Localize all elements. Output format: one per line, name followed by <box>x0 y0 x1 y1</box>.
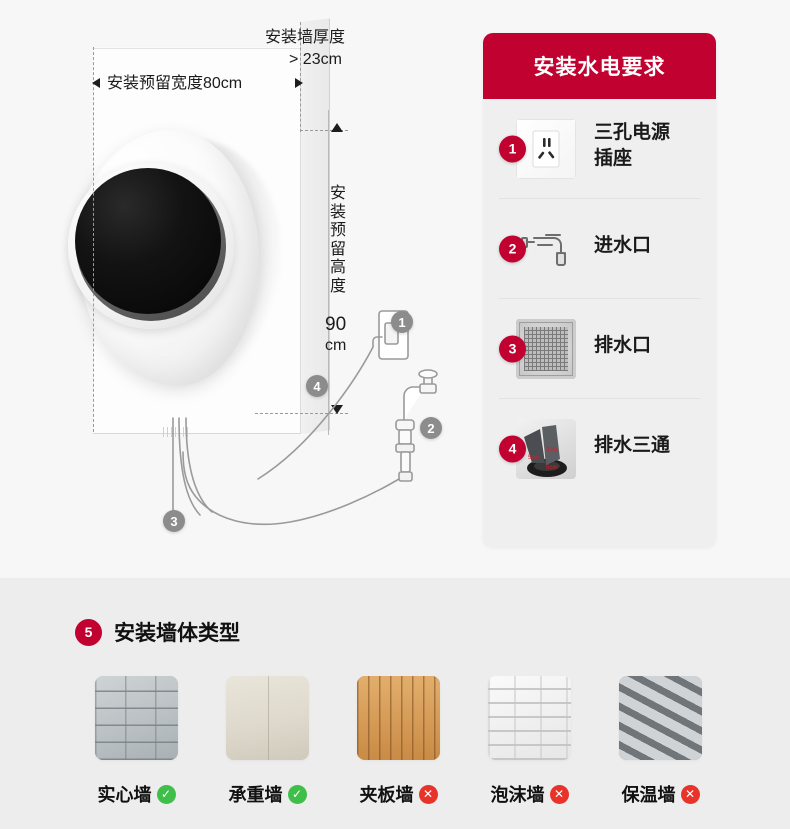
dim-guide-height-axis <box>328 110 329 435</box>
requirement-badge-1: 1 <box>499 135 526 162</box>
requirement-item-drain-outlet[interactable]: 3 排水口 <box>499 299 700 399</box>
cross-icon-insulation: ✕ <box>680 784 700 804</box>
wall-type-label-foam: 泡沫墙 <box>490 785 545 805</box>
requirements-list: 1 三孔电源 插座 <box>483 99 716 498</box>
check-icon-load-bearing: ✓ <box>287 784 307 804</box>
requirement-badge-2: 2 <box>499 235 526 262</box>
wall-type-plywood[interactable]: 夹板墙 ✕ <box>348 676 449 807</box>
washer-door-glass <box>75 168 221 314</box>
load-bearing-wall-icon <box>226 676 309 760</box>
washer-vent <box>163 427 189 437</box>
wall-type-caption-solid: 实心墙 ✓ <box>98 781 176 807</box>
wall-type-label-insulation: 保温墙 <box>621 785 676 805</box>
requirement-label-3: 排水口 <box>594 335 652 356</box>
requirement-item-socket[interactable]: 1 三孔电源 插座 <box>499 99 700 199</box>
drain-tee-icon: 5cm 3cm 5cm <box>516 418 576 479</box>
floor-drain-icon <box>516 318 576 379</box>
wall-type-caption-insulation: 保温墙 ✕ <box>622 781 700 807</box>
dim-guide-top <box>300 130 348 131</box>
wall-type-caption-foam: 泡沫墙 ✕ <box>491 781 569 807</box>
reserved-height-unit: cm <box>325 337 347 354</box>
insulation-wall-icon <box>619 676 702 760</box>
wall-type-label-plywood: 夹板墙 <box>359 785 414 805</box>
wall-type-caption-plywood: 夹板墙 ✕ <box>360 781 438 807</box>
wall-type-foam[interactable]: 泡沫墙 ✕ <box>479 676 580 807</box>
dim-guide-left <box>93 47 94 432</box>
wall-thickness-label-line1: 安装墙厚度 <box>265 29 346 46</box>
wall-type-insulation[interactable]: 保温墙 ✕ <box>610 676 711 807</box>
requirement-item-water-inlet[interactable]: 2 <box>499 199 700 299</box>
cross-icon-foam: ✕ <box>549 784 569 804</box>
requirement-item-drain-tee[interactable]: 4 5cm 3cm 5cm <box>499 399 700 498</box>
cross-icon-plywood: ✕ <box>418 784 438 804</box>
callout-3-drain-hose[interactable]: 3 <box>163 510 185 532</box>
wall-type-solid[interactable]: 实心墙 ✓ <box>86 676 187 807</box>
svg-text:3cm: 3cm <box>546 447 557 453</box>
wall-type-load-bearing[interactable]: 承重墙 ✓ <box>217 676 318 807</box>
plumbing-line-art <box>172 310 438 526</box>
top-section: 安装预留宽度80cm 安装墙厚度 > 23cm 安装预留高度 90 cm <box>0 0 716 578</box>
wall-types-title: 安装墙体类型 <box>114 622 240 645</box>
solid-brick-wall-icon <box>95 676 178 760</box>
callout-1-power-outlet[interactable]: 1 <box>391 311 413 333</box>
requirement-label-4: 排水三通 <box>594 435 671 456</box>
faucet-icon <box>516 218 576 279</box>
wall-types-row: 实心墙 ✓ 承重墙 ✓ 夹板墙 ✕ 泡沫墙 ✕ <box>86 676 711 807</box>
wall-type-label-load-bearing: 承重墙 <box>228 785 283 805</box>
reserved-height-label: 安装预留高度 <box>329 185 346 295</box>
installation-diagram: 安装预留宽度80cm 安装墙厚度 > 23cm 安装预留高度 90 cm <box>0 0 470 578</box>
requirements-header: 安装水电要求 <box>483 33 716 99</box>
dim-guide-bottom <box>255 413 348 414</box>
reserved-height-value: 90 <box>325 314 347 335</box>
requirement-label-2: 进水口 <box>594 235 652 256</box>
requirement-badge-3: 3 <box>499 335 526 362</box>
requirement-label-1-line2: 插座 <box>594 148 633 169</box>
foam-wall-icon <box>488 676 571 760</box>
dim-guide-right <box>300 22 301 132</box>
wall-type-caption-load-bearing: 承重墙 ✓ <box>229 781 307 807</box>
wall-type-label-solid: 实心墙 <box>97 785 152 805</box>
height-arrow-down-icon <box>331 405 343 414</box>
wall-types-heading: 5 安装墙体类型 <box>75 617 240 647</box>
plywood-wall-icon <box>357 676 440 760</box>
requirement-badge-4: 4 <box>499 435 526 462</box>
svg-text:5cm: 5cm <box>528 455 539 461</box>
water-electricity-requirements-panel: 安装水电要求 1 <box>483 33 716 547</box>
reserved-width-label: 安装预留宽度80cm <box>107 75 243 92</box>
callout-4-wall-edge[interactable]: 4 <box>306 375 328 397</box>
thickness-arrow-up-icon <box>331 123 343 132</box>
wall-types-badge: 5 <box>75 618 102 646</box>
check-icon-solid: ✓ <box>156 784 176 804</box>
requirements-title: 安装水电要求 <box>533 56 666 79</box>
wall-socket-icon <box>516 118 576 179</box>
callout-2-water-inlet[interactable]: 2 <box>420 417 442 439</box>
width-arrow-left-icon <box>92 78 100 88</box>
width-arrow-right-icon <box>295 78 303 88</box>
svg-text:5cm: 5cm <box>546 465 557 471</box>
requirement-label-1-line1: 三孔电源 <box>594 122 671 143</box>
wall-thickness-label-line2: > 23cm <box>289 51 342 68</box>
